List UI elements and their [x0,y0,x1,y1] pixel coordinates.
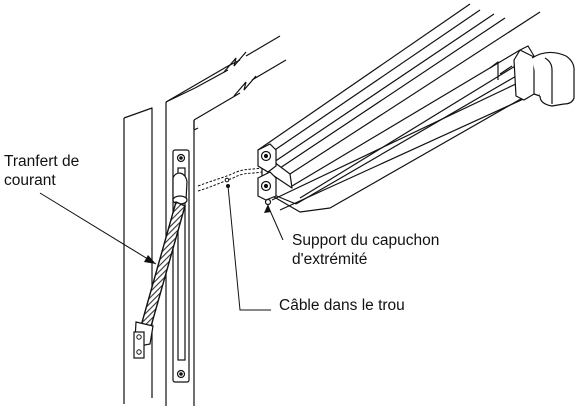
label-end-cap-support-line1: Support du capuchon [292,232,440,249]
label-cable-in-hole: Câble dans le trou [279,296,405,315]
exit-device-bar [257,3,575,213]
label-end-cap-support: Support du capuchon d'extrémité [292,231,439,269]
end-cap-bracket [257,143,277,206]
zigzag-break-icon [223,51,257,97]
current-transfer-device [133,172,188,359]
label-current-transfer-line2: courant [4,172,56,189]
cable-in-hole [197,167,263,192]
label-current-transfer: Tranfert de courant [4,152,79,190]
label-cable-in-hole-text: Câble dans le trou [279,297,405,314]
leader-transfer [39,192,157,265]
leader-markers [144,184,271,264]
leader-cable [227,185,271,311]
label-current-transfer-line1: Tranfert de [4,153,80,170]
label-end-cap-support-line2: d'extrémité [292,251,368,268]
